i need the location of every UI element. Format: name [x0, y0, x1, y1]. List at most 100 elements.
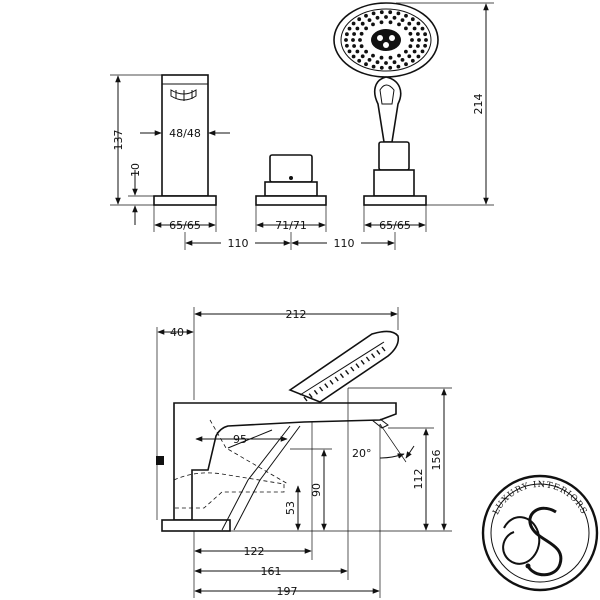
- nozzle-dot: [359, 31, 364, 36]
- nozzle-dot: [352, 44, 356, 48]
- dim-212: 212: [193, 307, 399, 400]
- front-view: 137 10 48/48 65/65 71/71: [110, 2, 494, 250]
- side-nozzle-tick: [324, 383, 329, 389]
- nozzle-dot: [404, 13, 408, 18]
- nozzle-dot: [345, 43, 349, 48]
- nozzle-dot: [417, 38, 421, 42]
- nozzle-dot: [371, 64, 376, 69]
- nozzle-dot: [384, 61, 388, 65]
- nozzle-dot: [347, 26, 352, 31]
- shower-side: [221, 330, 400, 531]
- nozzle-pattern: [344, 10, 428, 70]
- nozzle-dot: [404, 62, 408, 67]
- dim-53-label: 53: [284, 501, 297, 515]
- side-nozzle-tick: [313, 389, 318, 395]
- nozzle-dot: [364, 49, 368, 54]
- dim-122-label: 122: [244, 545, 265, 558]
- dim-53: 53: [284, 485, 301, 531]
- nozzle-dot: [392, 15, 397, 20]
- nozzle-dot: [359, 44, 364, 49]
- nozzle-dot: [388, 10, 393, 15]
- nozzle-dot: [357, 58, 362, 63]
- side-nozzle-tick: [329, 379, 334, 385]
- dim-10: 10: [128, 163, 154, 225]
- nozzle-dot: [416, 21, 421, 26]
- nozzle-dot: [344, 38, 348, 42]
- nozzle-dot: [375, 60, 380, 65]
- dim-40-label: 40: [170, 326, 184, 339]
- side-nozzle-tick: [334, 376, 339, 382]
- nozzle-dot: [379, 55, 384, 60]
- nozzle-dot: [371, 11, 376, 16]
- nozzle-dot: [407, 54, 412, 59]
- nozzle-dot: [379, 10, 384, 15]
- dim-spacing-left-label: 110: [228, 237, 249, 250]
- mixer-front: [255, 154, 327, 206]
- nozzle-dot: [424, 38, 428, 42]
- nozzle-dot: [357, 17, 362, 22]
- nozzle-dot: [364, 13, 368, 18]
- side-nozzle-tick: [350, 366, 355, 372]
- side-body: [156, 402, 397, 532]
- dim-48-label: 48/48: [169, 127, 201, 140]
- dim-spacing-right-label: 110: [334, 237, 355, 250]
- nozzle-dot: [397, 53, 401, 58]
- nozzle-dot: [351, 54, 356, 59]
- dim-base-lengths: 122 161 197: [193, 388, 380, 598]
- nozzle-dot: [420, 49, 425, 54]
- dim-112-label: 112: [412, 469, 425, 490]
- side-nozzle-tick: [303, 396, 308, 402]
- dim-95: 95: [195, 433, 288, 446]
- nozzle-dot: [360, 21, 365, 26]
- dim-212-label: 212: [286, 308, 307, 321]
- nozzle-dot: [410, 38, 414, 42]
- nozzle-dot: [355, 26, 360, 31]
- dim-90: 90: [290, 448, 332, 531]
- nozzle-dot: [400, 18, 405, 22]
- dim-spacing: 110 110: [184, 232, 396, 250]
- dim-137-label: 137: [112, 130, 125, 151]
- side-nozzle-tick: [371, 353, 376, 359]
- nozzle-dot: [371, 53, 375, 58]
- dim-137: 137: [110, 74, 162, 206]
- dim-spout-base-label: 65/65: [169, 219, 201, 232]
- side-nozzle-tick: [319, 386, 324, 392]
- nozzle-dot: [420, 26, 425, 31]
- nozzle-dot: [412, 49, 417, 54]
- nozzle-dot: [388, 65, 393, 70]
- nozzle-center-hole: [389, 35, 395, 41]
- dim-48: 48/48: [140, 127, 230, 140]
- side-nozzle-pattern: [303, 346, 386, 402]
- nozzle-dot: [416, 54, 421, 59]
- dim-angle-label: 20°: [352, 447, 372, 460]
- dim-161-label: 161: [261, 565, 282, 578]
- nozzle-dot: [347, 49, 352, 54]
- nozzle-dot: [392, 60, 397, 65]
- nozzle-dot: [384, 15, 388, 19]
- nozzle-dot: [408, 44, 413, 49]
- dim-40: 40: [156, 326, 194, 520]
- nozzle-dot: [416, 44, 420, 48]
- nozzle-dot: [397, 22, 401, 27]
- nozzle-center: [371, 29, 401, 51]
- nozzle-center-hole: [383, 42, 389, 48]
- nozzle-dot: [400, 58, 405, 62]
- nozzle-dot: [358, 38, 362, 42]
- side-nozzle-tick: [345, 369, 350, 375]
- nozzle-dot: [367, 18, 372, 22]
- luxury-interiors-logo: LUXURY INTERIORS: [481, 474, 599, 592]
- nozzle-dot: [379, 65, 384, 70]
- nozzle-dot: [379, 20, 384, 25]
- nozzle-dot: [416, 32, 420, 36]
- side-nozzle-tick: [365, 356, 370, 362]
- dim-base-widths: 65/65 71/71 65/65: [153, 205, 427, 232]
- nozzle-dot: [407, 21, 412, 26]
- nozzle-dot: [423, 43, 427, 48]
- nozzle-dot: [351, 21, 356, 26]
- spout-front: [153, 74, 217, 206]
- dim-90-label: 90: [310, 483, 323, 497]
- dim-angle: 20°: [352, 423, 415, 598]
- side-nozzle-tick: [360, 359, 365, 365]
- nozzle-dot: [396, 64, 401, 69]
- nozzle-dot: [404, 49, 408, 54]
